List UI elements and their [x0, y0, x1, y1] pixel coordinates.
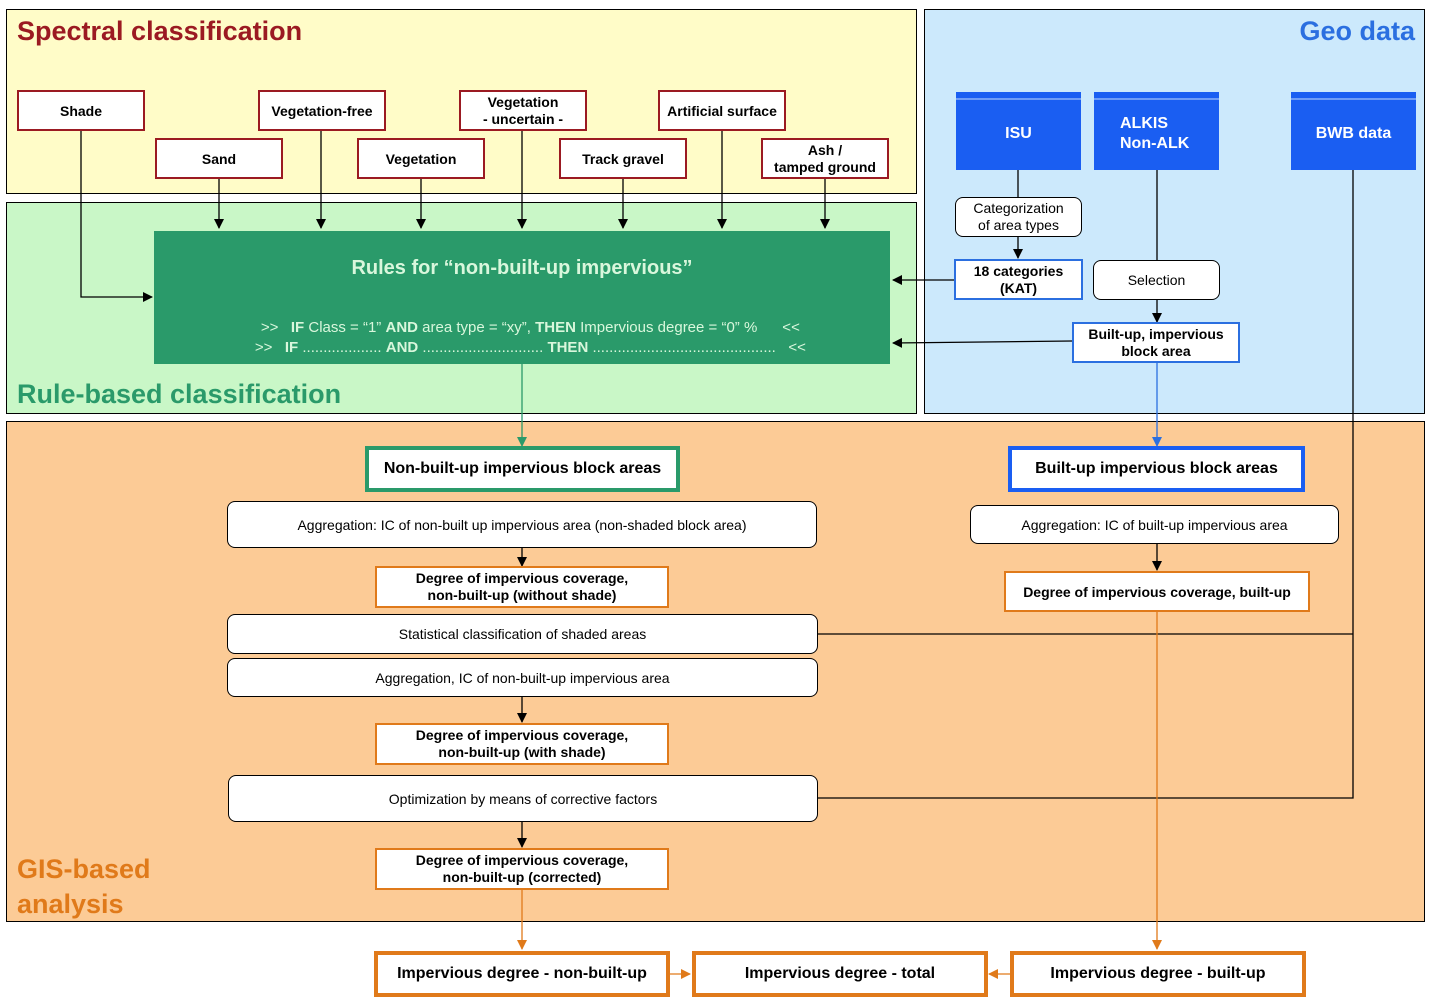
class-ash: Ash / tamped ground [761, 138, 889, 179]
class-artificial: Artificial surface [658, 90, 786, 131]
veg-uncertain-line1: Vegetation [487, 93, 559, 110]
categorization-line2: of area types [978, 217, 1059, 233]
arrow-shade [80, 131, 153, 302]
gis-title: GIS-based analysis [17, 852, 151, 922]
geo-alkis: ALKIS Non-ALK [1094, 92, 1219, 170]
deg-shade-line1: Degree of impervious coverage, [415, 727, 629, 743]
rule-title: Rule-based classification [17, 379, 342, 409]
kat-line2: (KAT) [999, 279, 1038, 296]
ash-line2: tamped ground [774, 158, 876, 175]
alkis-line1: ALKIS [1120, 115, 1168, 132]
builtup-area-line2: block area [1121, 342, 1191, 359]
geo-bwb: BWB data [1291, 92, 1416, 170]
nonbuilt-blocks: Non-built-up impervious block areas [365, 446, 680, 492]
agg-nonbuilt-2: Aggregation, IC of non-built-up impervio… [227, 658, 818, 697]
deg-corrected-line1: Degree of impervious coverage, [415, 852, 629, 868]
optim-box: Optimization by means of corrective fact… [228, 775, 818, 822]
deg-corrected: Degree of impervious coverage, non-built… [375, 848, 669, 890]
result-built: Impervious degree - built-up [1010, 951, 1306, 997]
kat-line1: 18 categories [973, 262, 1064, 279]
geo-isu: ISU [956, 92, 1081, 170]
deg-noshade: Degree of impervious coverage, non-built… [375, 566, 669, 608]
gis-title-line2: analysis [17, 889, 124, 919]
result-nonbuilt: Impervious degree - non-built-up [374, 951, 670, 997]
arrow-builtup-rules [892, 337, 1073, 348]
agg-built: Aggregation: IC of built-up impervious a… [970, 505, 1339, 544]
deg-built: Degree of impervious coverage, built-up [1004, 571, 1310, 612]
categorization-box: Categorization of area types [955, 197, 1082, 237]
deg-noshade-line1: Degree of impervious coverage, [415, 570, 629, 586]
spectral-title: Spectral classification [17, 16, 303, 46]
rules-title: Rules for “non-built-up impervious” [351, 257, 693, 279]
class-track-gravel: Track gravel [559, 138, 687, 179]
veg-uncertain-line2: - uncertain - [482, 110, 564, 127]
deg-shade: Degree of impervious coverage, non-built… [375, 723, 669, 765]
result-total: Impervious degree - total [692, 951, 988, 997]
deg-shade-line2: non-built-up (with shade) [438, 744, 606, 760]
selection-box: Selection [1093, 260, 1220, 300]
categorization-line1: Categorization [973, 200, 1064, 216]
deg-corrected-line2: non-built-up (corrected) [442, 869, 602, 885]
class-veg-uncertain: Vegetation - uncertain - [459, 90, 587, 131]
rules-box: Rules for “non-built-up impervious” >> I… [154, 231, 890, 364]
built-blocks: Built-up impervious block areas [1008, 446, 1305, 492]
kat-box: 18 categories (KAT) [954, 259, 1083, 300]
class-vegetation: Vegetation [357, 138, 485, 179]
builtup-block-area: Built-up, impervious block area [1072, 322, 1240, 363]
builtup-area-line1: Built-up, impervious [1088, 325, 1224, 342]
geo-title: Geo data [1299, 16, 1415, 46]
ash-line1: Ash / [807, 141, 843, 158]
agg-nonbuilt: Aggregation: IC of non-built up impervio… [227, 501, 817, 548]
class-shade: Shade [17, 90, 145, 131]
class-sand: Sand [155, 138, 283, 179]
alkis-line2: Non-ALK [1120, 135, 1190, 152]
line-bwb [818, 170, 1354, 799]
class-veg-free: Vegetation-free [258, 90, 386, 131]
rule-line-1: >> IF Class = “1” AND area type = “xy”, … [260, 319, 800, 336]
gis-title-line1: GIS-based [17, 854, 151, 884]
rule-line-2: >> IF ................... AND ..........… [254, 339, 806, 356]
stat-class: Statistical classification of shaded are… [227, 614, 818, 654]
deg-noshade-line2: non-built-up (without shade) [427, 587, 617, 603]
